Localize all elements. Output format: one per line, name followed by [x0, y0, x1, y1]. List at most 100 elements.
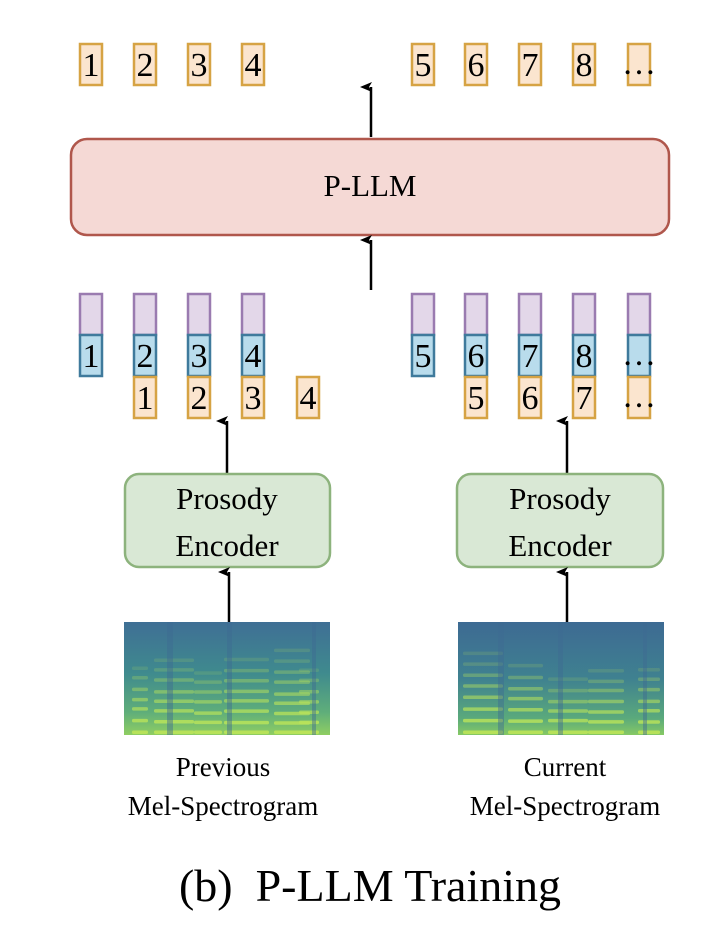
spectrogram-harmonic — [224, 668, 269, 673]
figure-title: (b) P-LLM Training — [179, 860, 561, 911]
output-token: 8 — [571, 42, 597, 87]
prosody-code-token-label: 6 — [468, 338, 485, 375]
spectrogram-harmonic — [463, 730, 503, 734]
spectrogram-gap — [558, 622, 563, 735]
caption-current-line1: Current — [524, 752, 607, 782]
output-token: 1 — [78, 42, 104, 87]
spectrogram-harmonic — [588, 730, 624, 734]
spectrogram-harmonic — [299, 678, 319, 683]
spectrogram-harmonic — [274, 680, 310, 684]
spectrogram-gap — [227, 622, 232, 735]
spectrogram-harmonic — [638, 730, 660, 734]
prosody-code-token: 1 — [78, 333, 104, 378]
encoder-right-line2: Encoder — [508, 528, 612, 563]
output-token-box — [78, 42, 104, 87]
output-token-label: 1 — [83, 47, 100, 84]
spectrogram-harmonic — [274, 648, 310, 653]
spectrogram-harmonic — [463, 684, 503, 688]
output-token-box — [571, 42, 597, 87]
spectrogram-harmonic — [299, 700, 319, 704]
spectrogram-harmonic — [132, 730, 148, 734]
spectrogram-harmonic — [194, 711, 222, 715]
output-token: 3 — [186, 42, 212, 87]
shifted-target-token-box — [571, 375, 597, 420]
spectrogram-harmonic — [638, 699, 660, 704]
prompt-embedding — [186, 292, 212, 337]
spectrogram-harmonic — [154, 690, 194, 694]
spectrogram-harmonic — [638, 667, 660, 672]
spectrogram-harmonic — [274, 659, 310, 663]
spectrogram-harmonic — [194, 671, 222, 675]
spectrogram-gap — [643, 622, 647, 735]
shifted-target-token: … — [622, 375, 656, 420]
spectrogram-harmonic — [548, 730, 588, 734]
spectrogram-harmonic — [224, 730, 269, 734]
prompt-embedding — [517, 292, 543, 337]
prosody-encoder-left: Prosody Encoder — [123, 472, 332, 569]
spectrogram-harmonic — [463, 651, 503, 656]
spectrogram-harmonic — [132, 666, 148, 671]
shifted-target-token-label: 2 — [191, 380, 208, 417]
output-token-box — [410, 42, 436, 87]
output-token-box — [463, 42, 489, 87]
output-token-label: 3 — [191, 47, 208, 84]
spectrogram-harmonic — [588, 699, 624, 704]
spectrogram-harmonic — [154, 699, 194, 703]
prosody-encoder-right: Prosody Encoder — [455, 472, 665, 569]
spectrogram-gap — [312, 622, 316, 735]
spectrogram-harmonic — [132, 718, 148, 723]
shifted-target-token: 7 — [571, 375, 597, 420]
prompt-embedding — [626, 292, 652, 337]
spectrogram-harmonic — [299, 710, 319, 715]
prosody-code-token-label: 4 — [245, 338, 262, 375]
spectrogram-harmonic — [548, 718, 588, 723]
spectrogram-harmonic — [588, 720, 624, 724]
spectrogram-harmonic — [224, 709, 269, 713]
spectrogram-current — [458, 622, 664, 735]
shifted-target-token-label: 3 — [245, 380, 262, 417]
spectrogram-harmonic — [132, 687, 148, 692]
spectrogram-harmonic — [154, 678, 194, 682]
shifted-target-token: 1 — [132, 375, 158, 420]
output-token-label: 2 — [137, 47, 154, 84]
output-token-label: 6 — [468, 47, 485, 84]
spectrogram-harmonic — [194, 730, 222, 734]
prompt-embedding — [78, 292, 104, 337]
spectrogram-harmonic — [638, 720, 660, 724]
spectrogram-harmonic — [508, 708, 543, 712]
spectrogram-harmonic — [224, 678, 269, 683]
spectrogram-harmonic — [463, 673, 503, 678]
output-token-label: 7 — [522, 47, 539, 84]
spectrogram-harmonic — [299, 668, 319, 672]
spectrogram-harmonic — [224, 699, 269, 703]
output-token-box — [240, 42, 266, 87]
encoder-right-line1: Prosody — [509, 481, 611, 516]
prosody-code-token-label: 8 — [576, 338, 593, 375]
spectrogram-gap — [498, 622, 504, 735]
spectrogram-harmonic — [548, 699, 588, 704]
spectrogram-harmonic — [299, 720, 319, 725]
shifted-target-token-box — [295, 375, 321, 420]
spectrogram-harmonic — [508, 719, 543, 723]
prosody-code-token-label: 1 — [83, 338, 100, 375]
spectrogram-harmonic — [548, 688, 588, 693]
output-token-label: 8 — [576, 47, 593, 84]
spectrogram-harmonic — [274, 692, 310, 696]
caption-previous-line2: Mel-Spectrogram — [128, 791, 318, 821]
shifted-target-token-label: 1 — [137, 380, 154, 417]
spectrogram-harmonic — [224, 689, 269, 694]
spectrogram-harmonic — [508, 686, 543, 691]
shifted-target-token-label: 5 — [468, 380, 485, 417]
shifted-target-token-box — [186, 375, 212, 420]
output-token-label: … — [622, 45, 656, 82]
prompt-embedding — [132, 292, 158, 337]
prosody-code-token-box — [78, 333, 104, 378]
output-token: 5 — [410, 42, 436, 87]
shifted-target-token: 6 — [517, 375, 543, 420]
caption-current-line2: Mel-Spectrogram — [470, 791, 660, 821]
spectrogram-harmonic — [638, 708, 660, 713]
spectrogram-harmonic — [638, 677, 660, 681]
shifted-target-token: 3 — [240, 375, 266, 420]
